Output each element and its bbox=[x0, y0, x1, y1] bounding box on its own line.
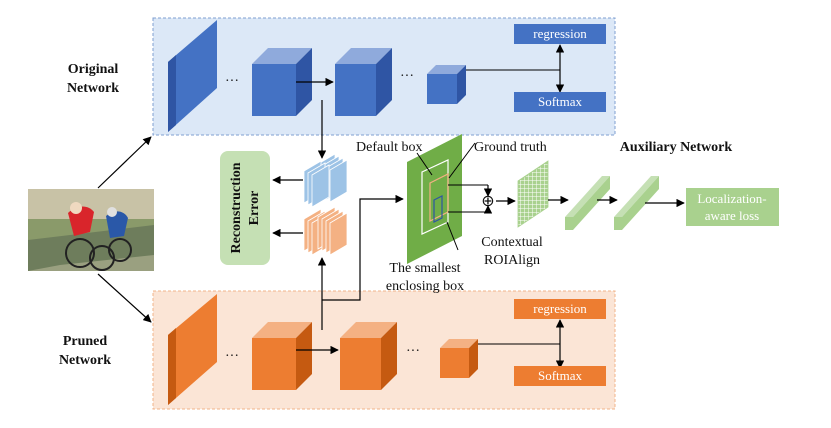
pruned-regression-label: regression bbox=[533, 301, 587, 316]
reconstruction-label-2: Error bbox=[247, 191, 262, 226]
pruned-dots-2: ··· bbox=[406, 344, 420, 359]
blue-feature-stack bbox=[303, 153, 348, 208]
auxiliary-network-title: Auxiliary Network bbox=[620, 140, 733, 155]
pruned-regression-box bbox=[514, 299, 606, 319]
original-dots-2: ··· bbox=[400, 69, 414, 84]
original-cube-2 bbox=[335, 48, 392, 116]
contextual-label-2: ROIAlign bbox=[484, 253, 540, 268]
localization-loss-label-1: Localization- bbox=[697, 191, 766, 206]
pruned-softmax-label: Softmax bbox=[538, 368, 583, 383]
original-regression-box bbox=[514, 24, 606, 44]
original-network-label-2: Network bbox=[67, 81, 119, 96]
smallest-box-label-2: enclosing box bbox=[386, 279, 464, 294]
contextual-label-1: Contextual bbox=[481, 235, 543, 250]
original-input-slab bbox=[168, 20, 217, 132]
smallest-box-label-1: The smallest bbox=[389, 261, 460, 276]
roialign-grid bbox=[517, 160, 549, 228]
original-cube-3 bbox=[427, 65, 466, 104]
pruned-input-slab bbox=[168, 294, 217, 405]
original-softmax-label: Softmax bbox=[538, 94, 583, 109]
roi-feature-map bbox=[407, 134, 462, 264]
pruned-cube-2 bbox=[340, 322, 397, 390]
input-image bbox=[28, 189, 154, 271]
pruned-cube-3 bbox=[440, 339, 478, 378]
auxiliary-fc-layer-2 bbox=[614, 176, 659, 230]
orange-feature-stack bbox=[303, 206, 348, 256]
original-network-label-1: Original bbox=[68, 62, 119, 77]
original-regression-label: regression bbox=[533, 26, 587, 41]
auxiliary-fc-layer-1 bbox=[565, 176, 610, 230]
reconstruction-label-1: Reconstruction bbox=[229, 162, 244, 253]
pruned-softmax-box bbox=[514, 366, 606, 386]
ground-truth-label: Ground truth bbox=[474, 140, 547, 155]
pruned-network-label-1: Pruned bbox=[63, 334, 108, 349]
merge-plus-symbol: ⊕ bbox=[481, 193, 494, 210]
pruned-network-label-2: Network bbox=[59, 353, 111, 368]
pruned-dots-1: ··· bbox=[225, 349, 239, 364]
original-dots-1: ··· bbox=[225, 74, 239, 89]
localization-loss-label-2: aware loss bbox=[705, 208, 760, 223]
reconstruction-error-box bbox=[220, 151, 270, 265]
original-softmax-box bbox=[514, 92, 606, 112]
localization-loss-box bbox=[686, 188, 779, 226]
default-box-label: Default box bbox=[356, 140, 422, 155]
pruned-cube-1 bbox=[252, 322, 312, 390]
